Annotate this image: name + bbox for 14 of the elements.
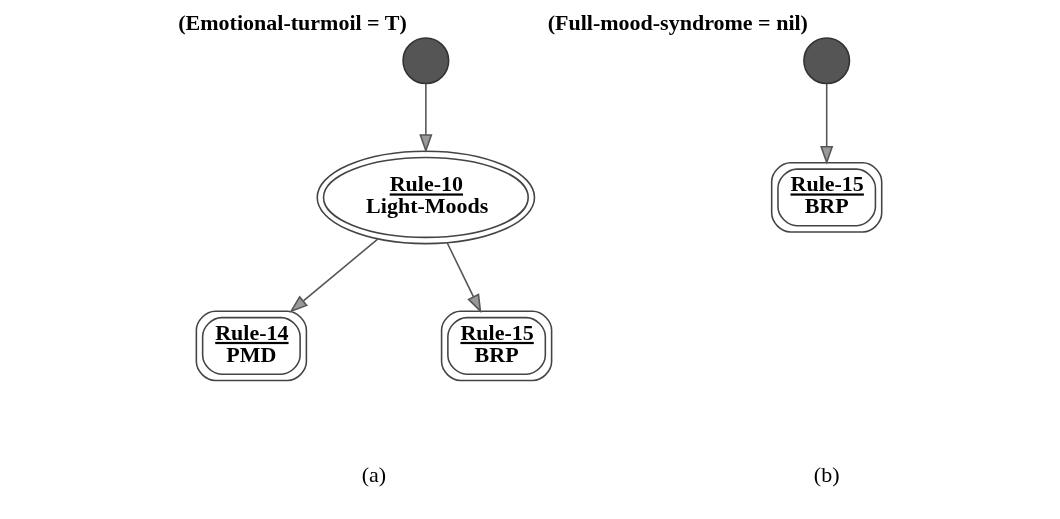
- node-ellipse: Rule-10 Light-Moods: [316, 150, 536, 245]
- node-circle: [402, 37, 450, 85]
- arrow: [820, 82, 834, 165]
- node-circle: [803, 37, 851, 85]
- node-label: (Emotional-turmoil = T): [178, 10, 407, 36]
- node-box: Rule-14 PMD: [195, 310, 308, 382]
- node-box: Rule-15 BRP: [770, 162, 883, 233]
- arrow: [446, 242, 482, 314]
- node-label: (Full-mood-syndrome = nil): [547, 10, 808, 36]
- label: (b): [813, 462, 840, 488]
- node-box: Rule-15 BRP: [440, 310, 553, 382]
- arrow: [419, 82, 433, 153]
- arrow: [289, 238, 379, 313]
- label: (a): [361, 462, 387, 488]
